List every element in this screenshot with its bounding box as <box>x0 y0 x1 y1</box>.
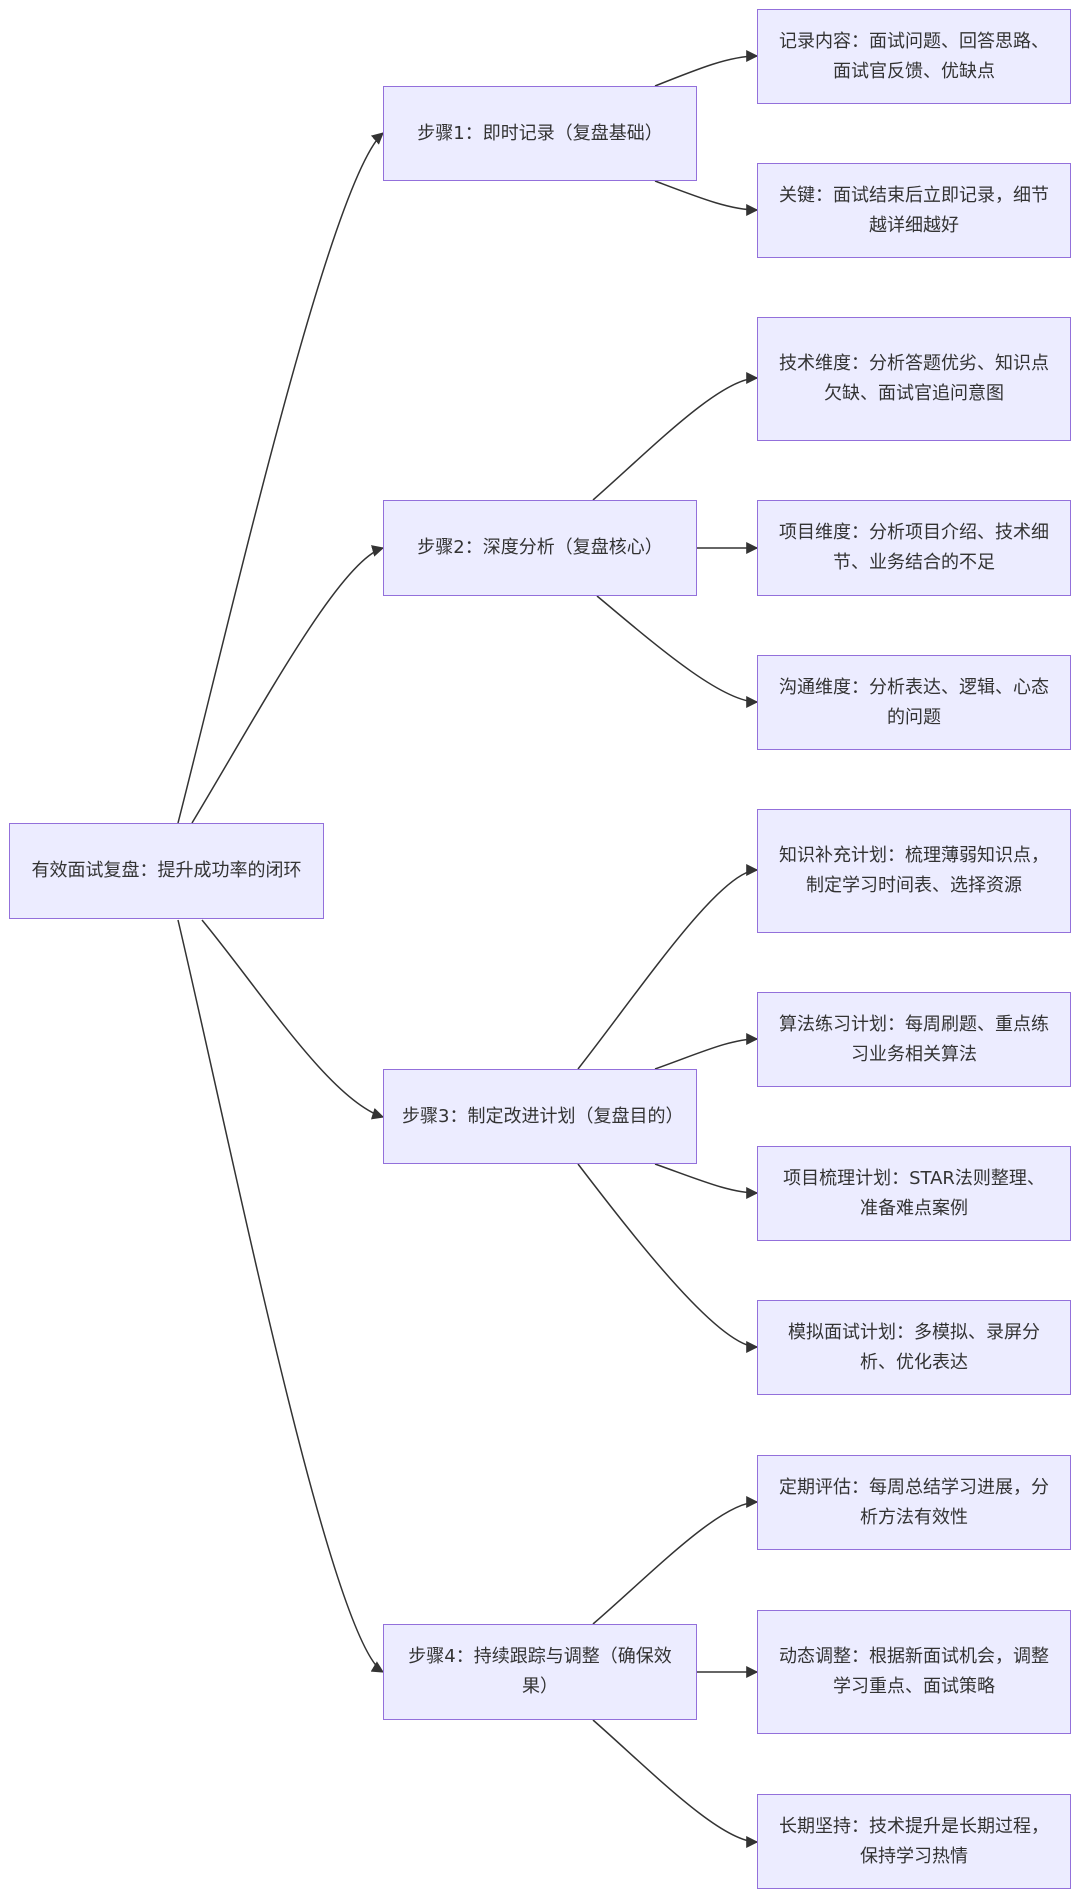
node-step3-knowledge-label: 知识补充计划：梳理薄弱知识点，制定学习时间表、选择资源 <box>779 845 1049 896</box>
node-step3-algo-label: 算法练习计划：每周刷题、重点练习业务相关算法 <box>779 1013 1049 1065</box>
edge-step3-project <box>654 1163 759 1199</box>
edge-root-step1 <box>177 132 384 824</box>
node-step4-label: 步骤4：持续跟踪与调整（确保效果） <box>408 1646 672 1697</box>
edge-root-step2 <box>191 545 385 824</box>
node-step4-persist: 长期坚持：技术提升是长期过程，保持学习热情 <box>757 1794 1071 1889</box>
node-step1-content-label: 记录内容：面试问题、回答思路、面试官反馈、优缺点 <box>779 30 1049 82</box>
node-step4-eval: 定期评估：每周总结学习进展，分析方法有效性 <box>757 1455 1071 1550</box>
node-step2-comm: 沟通维度：分析表达、逻辑、心态的问题 <box>757 655 1071 750</box>
node-step4: 步骤4：持续跟踪与调整（确保效果） <box>383 1624 697 1720</box>
node-step1-key: 关键：面试结束后立即记录，细节越详细越好 <box>757 163 1071 258</box>
edge-step1-content <box>654 50 759 87</box>
edge-root-step4 <box>177 919 385 1673</box>
node-step4-eval-label: 定期评估：每周总结学习进展，分析方法有效性 <box>779 1476 1049 1528</box>
node-step1: 步骤1：即时记录（复盘基础） <box>383 86 697 181</box>
node-step3-algo: 算法练习计划：每周刷题、重点练习业务相关算法 <box>757 992 1071 1087</box>
node-step2-project: 项目维度：分析项目介绍、技术细节、业务结合的不足 <box>757 500 1071 596</box>
node-step3-project-label: 项目梳理计划：STAR法则整理、准备难点案例 <box>783 1167 1045 1219</box>
node-step2-tech: 技术维度：分析答题优劣、知识点欠缺、面试官追问意图 <box>757 317 1071 441</box>
edge-step1-key <box>654 180 759 216</box>
node-step1-key-label: 关键：面试结束后立即记录，细节越详细越好 <box>779 184 1049 236</box>
node-step1-content: 记录内容：面试问题、回答思路、面试官反馈、优缺点 <box>757 9 1071 104</box>
edge-step3-mock <box>577 1163 759 1353</box>
node-step4-adjust: 动态调整：根据新面试机会，调整学习重点、面试策略 <box>757 1610 1071 1734</box>
node-step4-persist-label: 长期坚持：技术提升是长期过程，保持学习热情 <box>779 1815 1049 1867</box>
node-step2-tech-label: 技术维度：分析答题优劣、知识点欠缺、面试官追问意图 <box>779 353 1049 404</box>
edge-root-step3 <box>201 919 385 1120</box>
node-step2-comm-label: 沟通维度：分析表达、逻辑、心态的问题 <box>779 676 1049 728</box>
edge-step2-comm <box>596 595 759 708</box>
edge-step4-persist <box>592 1719 759 1848</box>
edge-step2-tech <box>592 372 759 501</box>
node-root-label: 有效面试复盘：提升成功率的闭环 <box>31 860 302 881</box>
node-step2-label: 步骤2：深度分析（复盘核心） <box>417 537 663 558</box>
node-root: 有效面试复盘：提升成功率的闭环 <box>9 823 324 919</box>
node-step1-label: 步骤1：即时记录（复盘基础） <box>417 122 663 144</box>
node-step4-adjust-label: 动态调整：根据新面试机会，调整学习重点、面试策略 <box>779 1646 1049 1697</box>
node-step2-project-label: 项目维度：分析项目介绍、技术细节、业务结合的不足 <box>779 522 1049 573</box>
edge-step3-knowledge <box>577 864 759 1070</box>
node-step3-knowledge: 知识补充计划：梳理薄弱知识点，制定学习时间表、选择资源 <box>757 809 1071 933</box>
edge-step4-eval <box>592 1496 759 1625</box>
node-step3-project: 项目梳理计划：STAR法则整理、准备难点案例 <box>757 1146 1071 1241</box>
edge-step3-algo <box>654 1033 759 1070</box>
node-step3-label: 步骤3：制定改进计划（复盘目的） <box>402 1105 684 1127</box>
node-step3: 步骤3：制定改进计划（复盘目的） <box>383 1069 697 1164</box>
node-step3-mock: 模拟面试计划：多模拟、录屏分析、优化表达 <box>757 1300 1071 1395</box>
node-step3-mock-label: 模拟面试计划：多模拟、录屏分析、优化表达 <box>788 1321 1040 1373</box>
node-step2: 步骤2：深度分析（复盘核心） <box>383 500 697 596</box>
